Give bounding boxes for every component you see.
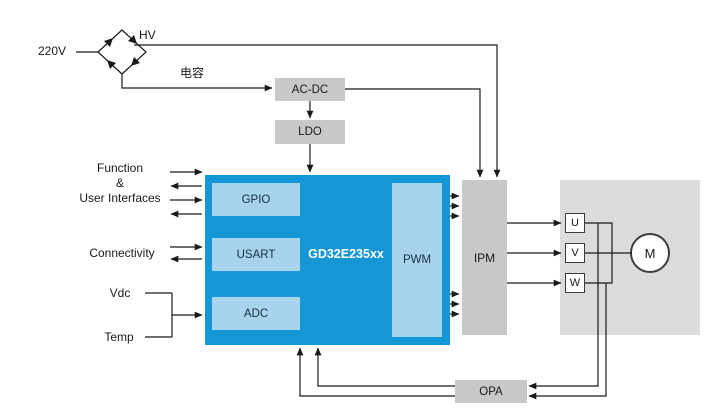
temp-label: Temp (104, 330, 134, 344)
ipm-to-phase-arrows (507, 219, 562, 287)
function-label-line3: User Interfaces (79, 191, 161, 205)
mains-voltage-label: 220V (38, 44, 67, 58)
vdc-label: Vdc (109, 286, 131, 300)
gpio-block: GPIO (212, 183, 300, 216)
motor-panel: U V W M (560, 180, 700, 335)
motor-symbol: M (630, 233, 670, 273)
mcu-part-number-label: GD32E235xx (308, 247, 384, 261)
opa-block: OPA (455, 380, 527, 403)
phase-u-terminal: U (565, 213, 585, 233)
hv-label: HV (139, 28, 156, 42)
function-interface-arrows (170, 168, 203, 218)
capacitor-label: 电容 (180, 66, 205, 80)
sensor-input-wires (145, 292, 203, 338)
connectivity-label: Connectivity (89, 246, 155, 260)
phase-v-terminal: V (565, 243, 585, 263)
opa-to-adc-wires (296, 347, 455, 397)
mcu-block: GPIO USART ADC PWM GD32E235xx (205, 175, 450, 345)
pwm-block: PWM (392, 183, 442, 337)
phase-w-terminal: W (565, 273, 585, 293)
usart-block: USART (212, 238, 300, 271)
hv-to-ipm-wire (134, 44, 501, 178)
acdc-block: AC-DC (275, 78, 345, 101)
connectivity-arrows (170, 243, 203, 263)
function-interfaces-label: Function & User Interfaces (68, 161, 172, 206)
adc-block: ADC (212, 297, 300, 330)
acdc-to-ipm-wire (345, 88, 484, 178)
ipm-block: IPM (462, 180, 507, 335)
pwm-to-ipm-arrows (450, 192, 460, 318)
ldo-block: LDO (275, 120, 345, 144)
function-label-line1: Function (96, 161, 144, 175)
function-label-line2: & (115, 176, 124, 190)
